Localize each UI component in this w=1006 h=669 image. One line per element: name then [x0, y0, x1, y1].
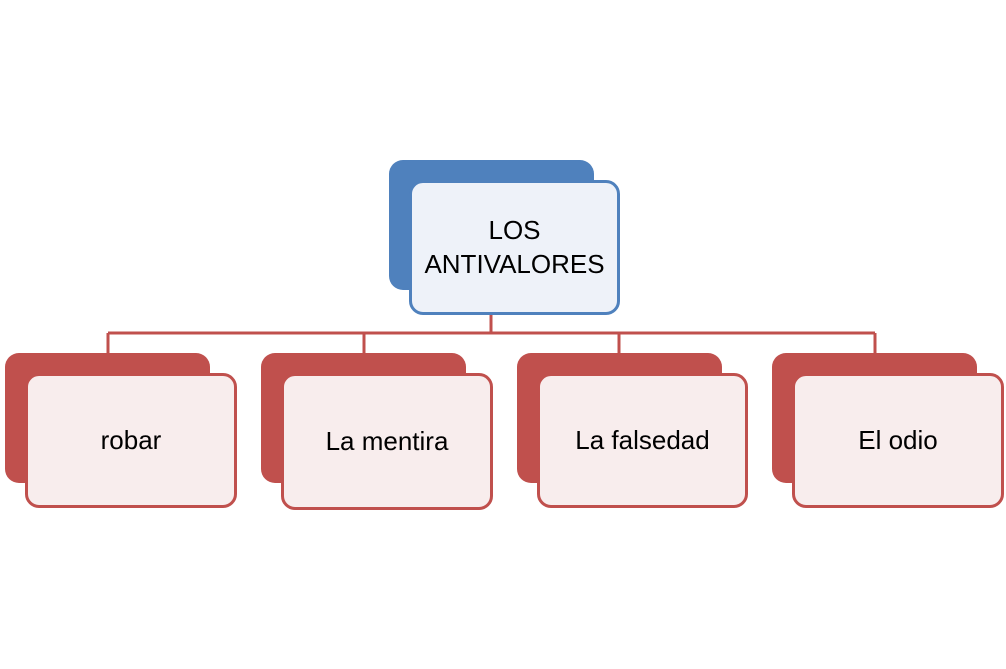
child-node-4: El odio	[792, 373, 1004, 508]
root-node-label: LOS ANTIVALORES	[424, 214, 605, 279]
root-node: LOS ANTIVALORES	[409, 180, 620, 315]
child-node-1: robar	[25, 373, 237, 508]
child-node-2-label: La mentira	[325, 425, 449, 456]
child-node-3: La falsedad	[537, 373, 748, 508]
child-node-1-label: robar	[100, 424, 162, 455]
child-node-3-label: La falsedad	[575, 424, 710, 455]
child-node-4-label: El odio	[858, 424, 938, 455]
child-node-2: La mentira	[281, 373, 493, 510]
